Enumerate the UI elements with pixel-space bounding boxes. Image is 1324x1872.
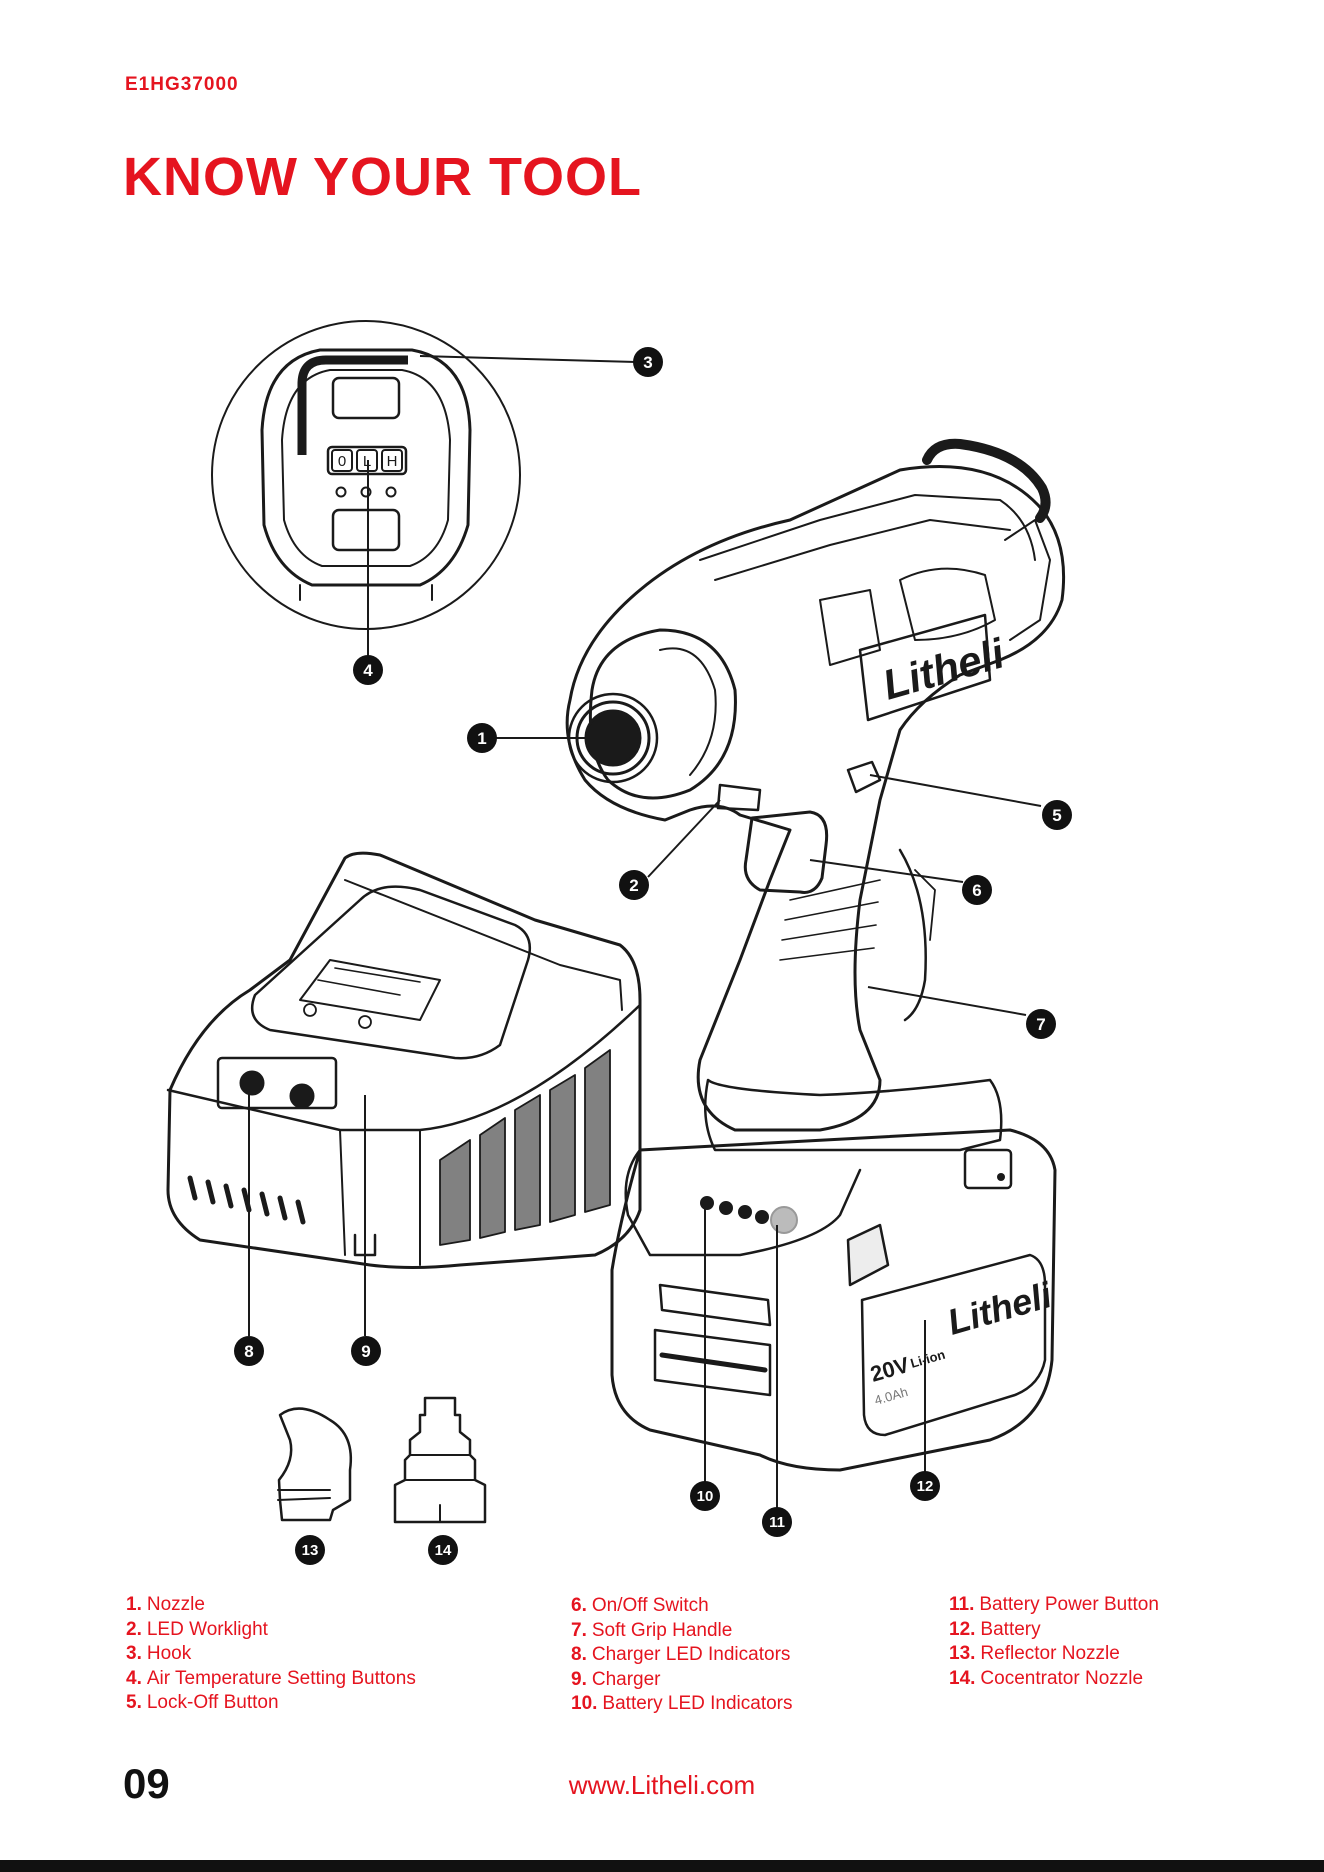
svg-text:13: 13 (302, 1542, 319, 1559)
part-item: 12.Battery (949, 1618, 1041, 1640)
part-item: 2.LED Worklight (126, 1618, 268, 1640)
part-item: 13.Reflector Nozzle (949, 1643, 1120, 1664)
model-number: E1HG37000 (125, 74, 239, 95)
part-item: 4.Air Temperature Setting Buttons (126, 1667, 416, 1689)
part-item: 6.On/Off Switch (571, 1595, 709, 1616)
heat-gun-body (565, 465, 1066, 1132)
temp-button-h: H (387, 453, 398, 470)
svg-text:5: 5 (1052, 806, 1061, 825)
hook (297, 355, 408, 455)
part-item: 5.Lock-Off Button (126, 1692, 279, 1713)
callout-10: 10 (690, 1481, 720, 1511)
callout-11: 11 (762, 1507, 792, 1537)
callout-12: 12 (910, 1471, 940, 1501)
part-item: 3.Hook (126, 1643, 192, 1664)
temp-button-0: 0 (338, 453, 346, 470)
reflector-nozzle (277, 1407, 353, 1522)
svg-text:10: 10 (697, 1488, 714, 1505)
battery-power-button (770, 1206, 798, 1234)
svg-text:3: 3 (643, 353, 652, 372)
callout-4: 4 (353, 655, 383, 685)
svg-text:11: 11 (769, 1514, 785, 1531)
svg-text:14: 14 (435, 1542, 452, 1559)
charger (166, 851, 642, 1269)
part-item: 1.Nozzle (126, 1594, 205, 1615)
svg-text:4: 4 (363, 661, 373, 680)
part-item: 10.Battery LED Indicators (571, 1693, 793, 1714)
trigger (743, 810, 829, 894)
temp-button-l: L (363, 453, 371, 470)
svg-text:6: 6 (972, 881, 981, 900)
part-item: 8.Charger LED Indicators (571, 1644, 791, 1665)
svg-text:8: 8 (244, 1342, 253, 1361)
callout-5: 5 (1042, 800, 1072, 830)
concentrator-nozzle (393, 1396, 487, 1524)
callout-7: 7 (1026, 1009, 1056, 1039)
website-link[interactable]: www.Litheli.com (568, 1770, 756, 1800)
page-title: KNOW YOUR TOOL (123, 147, 643, 207)
part-item: 7.Soft Grip Handle (571, 1619, 733, 1641)
svg-text:2: 2 (629, 876, 638, 895)
battery-brand-text: Litheli (943, 1274, 1057, 1343)
rear-detail-circle (211, 320, 521, 630)
callout-9: 9 (351, 1336, 381, 1366)
callout-13: 13 (295, 1535, 325, 1565)
parts-list-column-2: 6.On/Off Switch 7.Soft Grip Handle 8.Cha… (571, 1594, 793, 1717)
rear-housing (260, 348, 472, 587)
battery-voltage: 20V (867, 1352, 912, 1387)
battery-chemistry: Li-ion (909, 1347, 947, 1371)
callout-1: 1 (467, 723, 497, 753)
page-number: 09 (123, 1760, 170, 1807)
callout-8: 8 (234, 1336, 264, 1366)
callout-3: 3 (633, 347, 663, 377)
parts-list-column-1: 1.Nozzle 2.LED Worklight 3.Hook 4.Air Te… (126, 1593, 416, 1716)
part-item: 11.Battery Power Button (949, 1594, 1159, 1615)
parts-list-column-3: 11.Battery Power Button 12.Battery 13.Re… (949, 1593, 1159, 1691)
battery (610, 1128, 1057, 1472)
callout-14: 14 (428, 1535, 458, 1565)
part-item: 9.Charger (571, 1668, 661, 1690)
svg-text:1: 1 (477, 729, 486, 748)
gun-brand-text: Litheli (878, 629, 1011, 709)
svg-text:12: 12 (917, 1478, 934, 1495)
svg-text:9: 9 (361, 1342, 370, 1361)
callout-2: 2 (619, 870, 649, 900)
part-item: 14.Cocentrator Nozzle (949, 1667, 1144, 1689)
bottom-rule (0, 1860, 1324, 1872)
svg-text:7: 7 (1036, 1015, 1045, 1034)
battery-capacity: 4.0Ah (873, 1384, 910, 1408)
callout-6: 6 (962, 875, 992, 905)
